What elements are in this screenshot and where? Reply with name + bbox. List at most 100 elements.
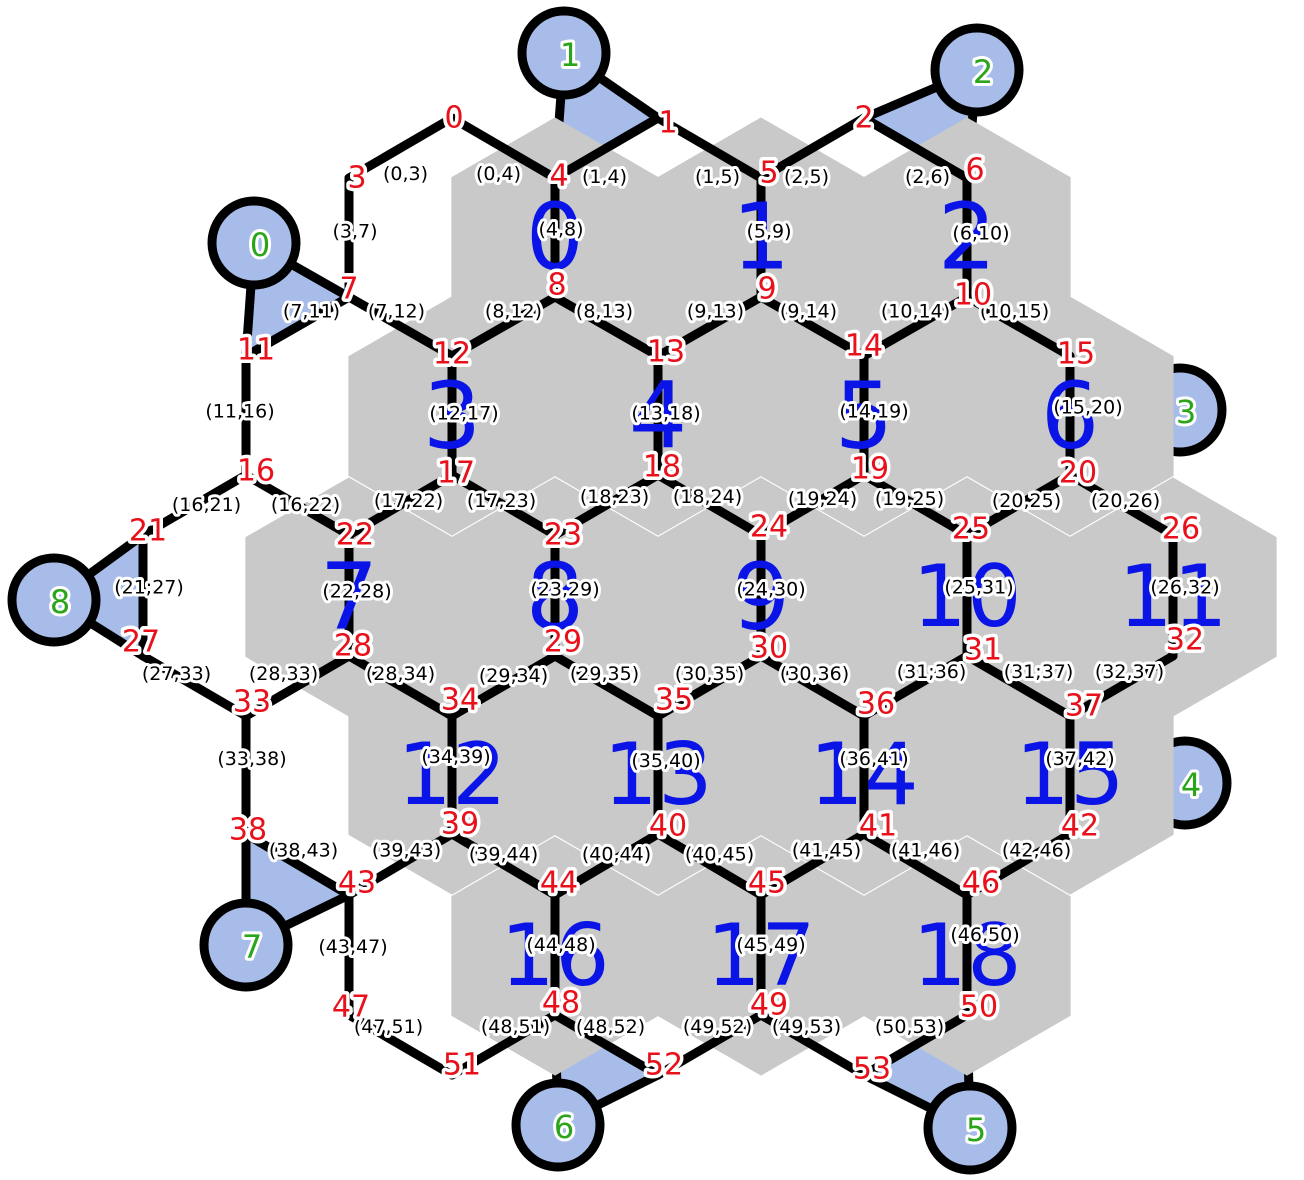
edge-line	[653, 829, 766, 900]
edge-label: (2,6)	[905, 166, 950, 188]
edges-layer	[138, 113, 1178, 1080]
vertex-label: 40	[649, 809, 687, 844]
edge-label: (30,36)	[780, 663, 849, 685]
edge-label: (17,22)	[374, 490, 443, 512]
vertex-label: 25	[952, 512, 990, 547]
edge-line	[344, 829, 457, 900]
edge-label: (4,8)	[538, 219, 583, 241]
edge-line	[447, 470, 560, 540]
edge-label: (20,25)	[992, 490, 1061, 512]
port-label: 8	[50, 583, 70, 621]
edge-line	[550, 1010, 663, 1080]
edge-line	[344, 1010, 457, 1080]
edge-line	[1065, 470, 1178, 540]
edge-label: (46,50)	[950, 924, 1019, 946]
vertex-label: 45	[748, 866, 786, 901]
vertex-label: 15	[1057, 337, 1095, 372]
tile-number: 10	[912, 547, 1021, 647]
vertex-label: 39	[441, 807, 479, 842]
edge-label: (0,4)	[476, 163, 521, 185]
tile-number: 0	[526, 184, 585, 291]
vertex-label: 24	[750, 510, 788, 545]
edge-line	[859, 292, 972, 361]
vertex-label: 49	[750, 988, 788, 1023]
tile-number: 6	[1041, 363, 1100, 470]
edge-label: (23,29)	[530, 579, 599, 601]
tile-number: 16	[500, 906, 609, 1006]
edge-line	[962, 470, 1075, 540]
edge-label: (39,44)	[469, 844, 538, 866]
vertex-label: 20	[1059, 456, 1097, 491]
edge-label: (31;36)	[897, 661, 967, 683]
edge-line	[962, 292, 1075, 361]
edge-label: (0,3)	[383, 163, 428, 185]
edge-line	[653, 1010, 766, 1080]
tile-number: 13	[603, 725, 712, 825]
port-label: 3	[1176, 393, 1196, 431]
edge-line	[962, 829, 1075, 900]
edge-label: (3,7)	[332, 221, 377, 243]
edge-line	[756, 651, 869, 721]
edge-line	[653, 651, 766, 721]
edge-label: (49,53)	[772, 1016, 841, 1038]
edge-label: (30,35)	[675, 663, 744, 685]
edge-label: (9,14)	[780, 301, 837, 323]
tile-number: 4	[629, 363, 688, 470]
edge-line	[859, 829, 972, 900]
vertex-label: 1	[658, 106, 677, 141]
vertex-label: 3	[347, 161, 366, 196]
edge-line	[859, 651, 972, 721]
vertex-label: 27	[122, 625, 160, 660]
port-bulb	[199, 898, 293, 992]
edge-line	[550, 113, 663, 183]
edge-label: (31;37)	[1004, 661, 1074, 683]
tile-number: 17	[706, 906, 815, 1006]
vertex-label: 26	[1162, 512, 1200, 547]
edge-label: (44,48)	[526, 934, 595, 956]
edge-label: (35,40)	[631, 750, 700, 772]
edge-line	[447, 829, 560, 900]
edge-line	[653, 292, 766, 361]
edge-line	[859, 1010, 972, 1080]
edge-label: (41,46)	[891, 840, 960, 862]
edge-label: (13,18)	[631, 403, 700, 425]
edge-label: (36,41)	[839, 748, 908, 770]
vertex-label: 2	[854, 101, 873, 136]
tile-number: 11	[1118, 547, 1227, 647]
edge-label: (40,45)	[685, 844, 754, 866]
vertex-label: 30	[750, 631, 788, 666]
vertex-label: 37	[1065, 689, 1103, 724]
vertex-label: 7	[339, 272, 358, 307]
edge-label: (47,51)	[354, 1016, 423, 1038]
edge-line	[241, 651, 354, 721]
vertex-label: 5	[759, 156, 778, 191]
edge-line	[344, 470, 457, 540]
edge-label: (18,23)	[580, 486, 649, 508]
edge-line	[859, 470, 972, 540]
edge-label: (15,20)	[1053, 397, 1122, 419]
edge-line	[344, 651, 457, 721]
edge-label: (40,44)	[582, 844, 651, 866]
edge-line	[241, 292, 354, 361]
vertex-label: 23	[544, 518, 582, 553]
edge-label: (19,25)	[875, 488, 944, 510]
edge-line	[447, 651, 560, 721]
tile-number: 7	[320, 544, 379, 651]
edge-label: (50,53)	[875, 1016, 944, 1038]
edge-label: (34,39)	[421, 746, 490, 768]
edge-label: (41,45)	[792, 840, 861, 862]
vertex-label: 21	[129, 514, 167, 549]
vertex-label: 6	[965, 153, 984, 188]
edge-line	[138, 470, 251, 540]
port-label: 1	[560, 36, 580, 74]
edge-line	[138, 651, 251, 721]
edge-line	[653, 113, 766, 183]
edge-label: (42,46)	[1002, 840, 1071, 862]
edge-label: (12,17)	[429, 403, 498, 425]
port-bulb	[511, 1078, 605, 1172]
tile-number: 5	[835, 363, 894, 470]
edge-line	[344, 113, 457, 183]
vertex-label: 52	[645, 1048, 683, 1083]
tile-number: 15	[1015, 725, 1124, 825]
